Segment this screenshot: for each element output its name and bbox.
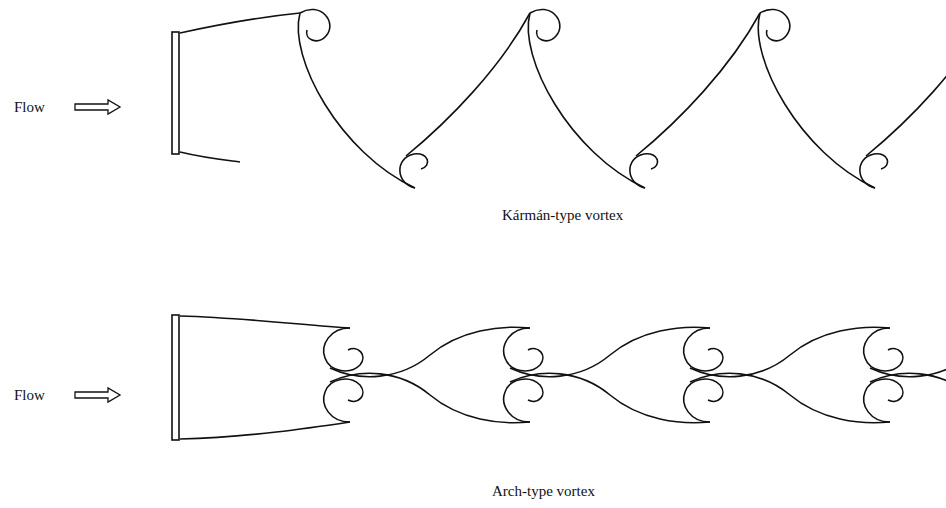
flat-plate [172, 315, 179, 440]
flat-plate [172, 32, 179, 154]
flow-arrow [75, 100, 120, 114]
flow-label: Flow [12, 386, 47, 404]
figure-caption: Kármán-type vortex [500, 206, 625, 224]
flow-label: Flow [12, 98, 47, 116]
flow-arrow [75, 388, 120, 402]
figure-caption: Arch-type vortex [490, 482, 597, 500]
